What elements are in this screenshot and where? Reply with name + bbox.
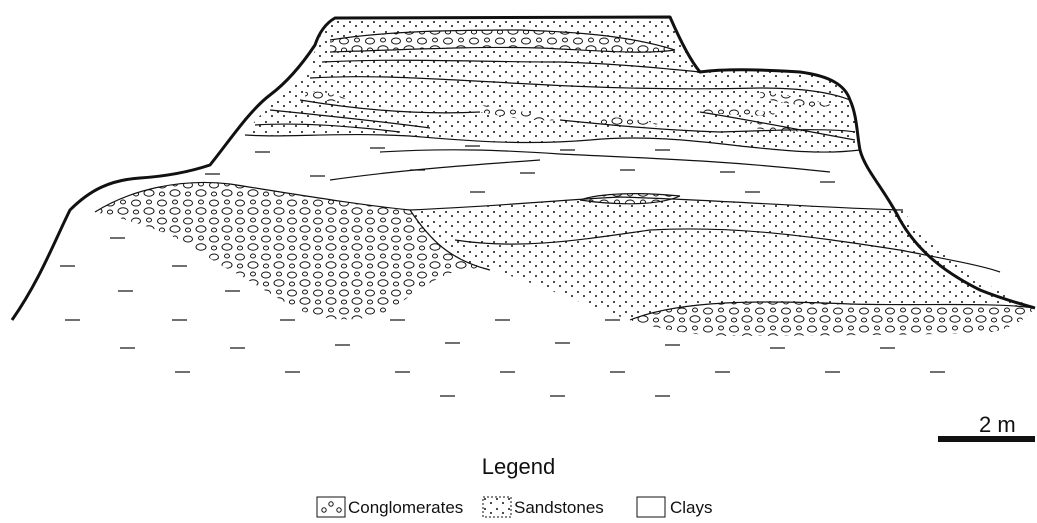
- legend-label-conglomerates: Conglomerates: [348, 498, 463, 518]
- legend-label-clays: Clays: [670, 498, 713, 518]
- conglomerate-channel-fill: [95, 182, 490, 319]
- legend-swatch-conglomerates: [317, 497, 345, 517]
- scale-label: 2 m: [979, 412, 1016, 438]
- basal-conglomerate-fill: [630, 302, 1035, 336]
- legend-swatch-sandstones: [483, 497, 511, 517]
- legend-label-sandstones: Sandstones: [514, 498, 604, 518]
- legend-swatch-clays: [637, 497, 665, 517]
- legend-title: Legend: [0, 454, 1037, 480]
- scale-bar: [938, 436, 1035, 442]
